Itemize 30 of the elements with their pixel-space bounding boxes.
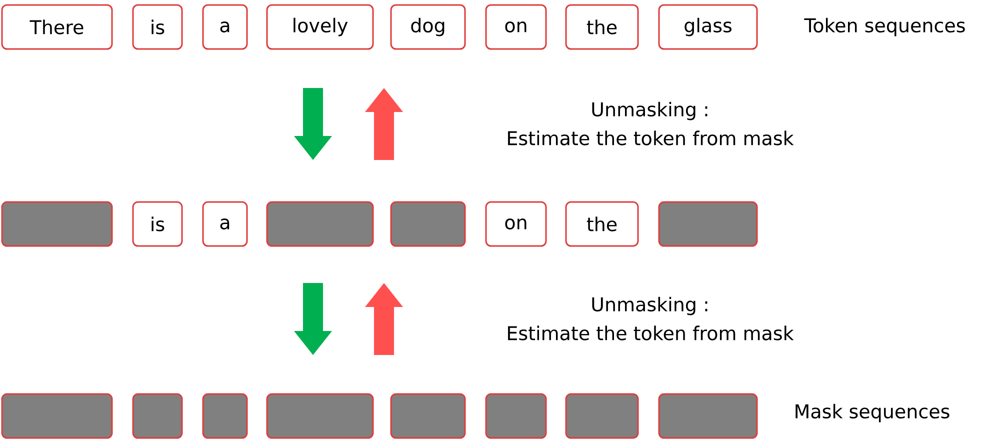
- token-box: a: [202, 201, 248, 247]
- mask-box: [658, 201, 758, 247]
- token-box: the: [565, 4, 639, 50]
- mask-box: [390, 201, 466, 247]
- token-box: glass: [658, 4, 758, 50]
- mask-box: [266, 393, 374, 439]
- mask-box: [565, 393, 639, 439]
- token-box: lovely: [266, 4, 374, 50]
- token-box: dog: [390, 4, 466, 50]
- mask-box: [1, 201, 113, 247]
- mask-box: [658, 393, 758, 439]
- row-label: Mask sequences: [796, 404, 950, 422]
- mask-box: [266, 201, 374, 247]
- token-box: a: [202, 4, 248, 50]
- mask-box: [485, 393, 547, 439]
- mask-box: [132, 393, 183, 439]
- token-box: the: [565, 201, 639, 247]
- token-box: on: [485, 201, 547, 247]
- annotation-text: Unmasking :: [592, 102, 708, 120]
- annotation-text: Estimate the token from mask: [508, 130, 794, 146]
- annotation-text: Estimate the token from mask: [508, 326, 794, 340]
- token-box: There: [1, 4, 113, 50]
- token-box: is: [132, 201, 183, 247]
- token-box: is: [132, 4, 183, 50]
- mask-box: [1, 393, 113, 439]
- mask-box: [390, 393, 466, 439]
- token-box: on: [485, 4, 547, 50]
- annotation-text: Unmasking :: [592, 296, 708, 316]
- row-label: Token sequences: [804, 18, 965, 36]
- mask-box: [202, 393, 248, 439]
